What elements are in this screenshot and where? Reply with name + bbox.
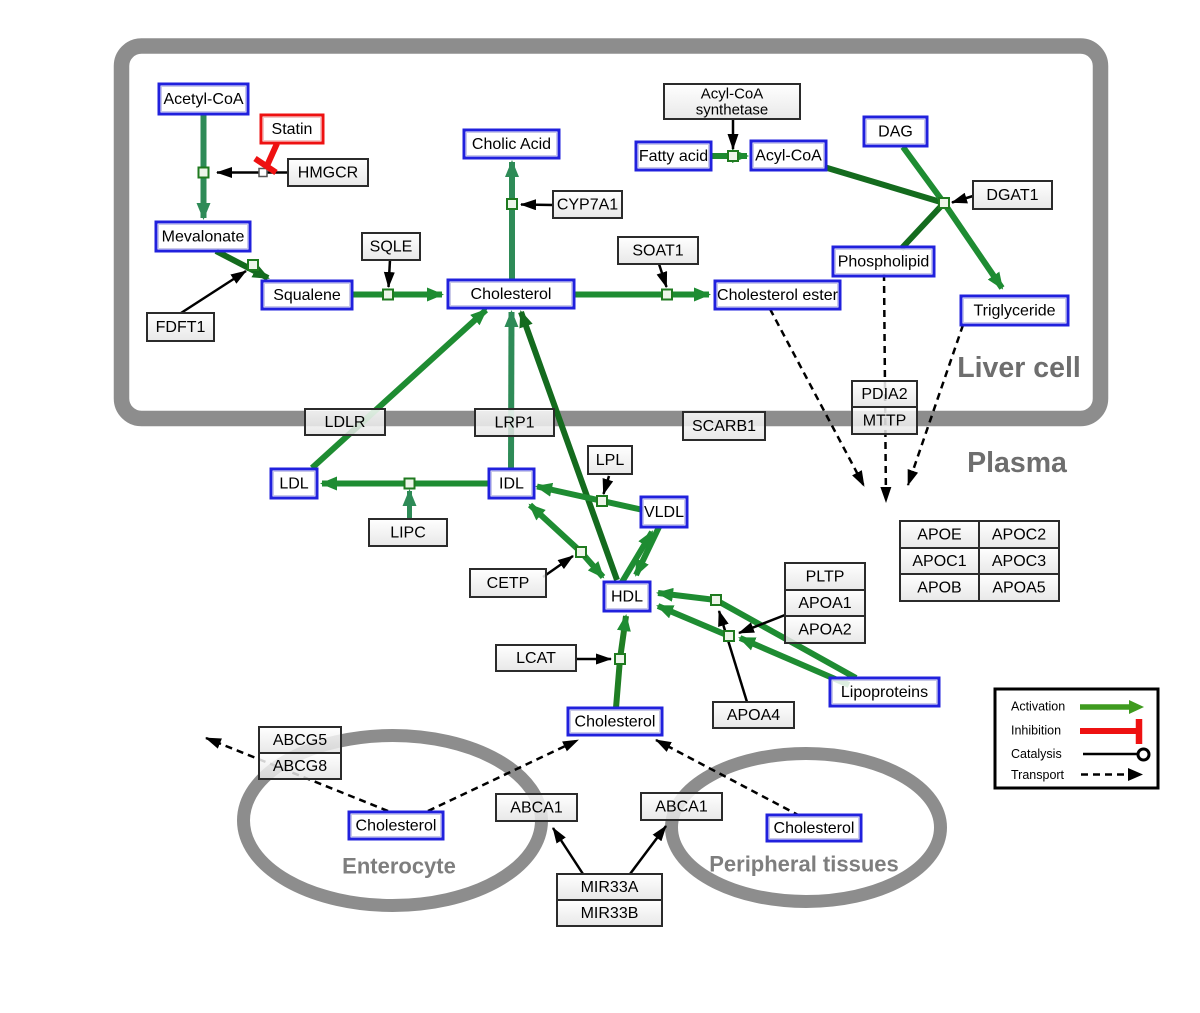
svg-text:Liver cell: Liver cell xyxy=(957,352,1081,384)
svg-text:LIPC: LIPC xyxy=(390,525,426,542)
svg-text:APOA2: APOA2 xyxy=(798,622,851,639)
svg-text:Plasma: Plasma xyxy=(967,447,1068,479)
svg-text:VLDL: VLDL xyxy=(644,504,684,521)
svg-text:Mevalonate: Mevalonate xyxy=(162,229,245,246)
svg-text:MIR33B: MIR33B xyxy=(581,905,639,922)
svg-text:Fatty acid: Fatty acid xyxy=(639,148,708,165)
svg-text:APOA4: APOA4 xyxy=(727,707,780,724)
svg-text:LCAT: LCAT xyxy=(516,650,556,667)
svg-text:Enterocyte: Enterocyte xyxy=(342,854,456,879)
svg-text:FDFT1: FDFT1 xyxy=(156,319,206,336)
svg-text:Acyl-CoA: Acyl-CoA xyxy=(701,86,764,103)
svg-text:APOB: APOB xyxy=(917,580,961,597)
svg-text:HDL: HDL xyxy=(611,589,643,606)
svg-text:Cholesterol: Cholesterol xyxy=(575,714,656,731)
svg-text:APOC1: APOC1 xyxy=(912,553,966,570)
svg-text:Cholesterol: Cholesterol xyxy=(774,820,855,837)
svg-text:LDLR: LDLR xyxy=(325,414,366,431)
svg-text:APOC2: APOC2 xyxy=(992,527,1046,544)
svg-text:Triglyceride: Triglyceride xyxy=(973,303,1055,320)
svg-text:MTTP: MTTP xyxy=(863,413,907,430)
svg-text:Statin: Statin xyxy=(272,121,313,138)
svg-text:APOA1: APOA1 xyxy=(798,595,851,612)
svg-text:ABCG5: ABCG5 xyxy=(273,732,327,749)
svg-text:Activation: Activation xyxy=(1011,700,1065,714)
svg-text:Acetyl-CoA: Acetyl-CoA xyxy=(163,91,243,108)
svg-text:Catalysis: Catalysis xyxy=(1011,747,1062,761)
svg-text:Peripheral tissues: Peripheral tissues xyxy=(709,852,899,877)
svg-text:MIR33A: MIR33A xyxy=(581,879,639,896)
svg-text:APOC3: APOC3 xyxy=(992,553,1046,570)
svg-text:LRP1: LRP1 xyxy=(494,415,534,432)
svg-text:synthetase: synthetase xyxy=(696,102,769,119)
svg-text:APOA5: APOA5 xyxy=(992,580,1045,597)
svg-text:Acyl-CoA: Acyl-CoA xyxy=(755,148,822,165)
svg-text:LDL: LDL xyxy=(279,476,308,493)
svg-text:Cholesterol: Cholesterol xyxy=(356,818,437,835)
svg-text:APOE: APOE xyxy=(917,527,961,544)
svg-text:Cholesterol ester: Cholesterol ester xyxy=(717,287,839,304)
svg-text:Inhibition: Inhibition xyxy=(1011,724,1061,738)
svg-text:DGAT1: DGAT1 xyxy=(986,187,1038,204)
svg-text:Squalene: Squalene xyxy=(273,287,341,304)
svg-text:LPL: LPL xyxy=(596,452,625,469)
svg-text:IDL: IDL xyxy=(499,476,524,493)
svg-text:Transport: Transport xyxy=(1011,768,1065,782)
svg-text:Cholesterol: Cholesterol xyxy=(471,286,552,303)
svg-text:SQLE: SQLE xyxy=(370,239,413,256)
svg-text:Cholic Acid: Cholic Acid xyxy=(472,136,551,153)
svg-text:PDIA2: PDIA2 xyxy=(861,386,907,403)
svg-text:CYP7A1: CYP7A1 xyxy=(557,197,618,214)
svg-text:SCARB1: SCARB1 xyxy=(692,418,756,435)
svg-text:SOAT1: SOAT1 xyxy=(632,243,683,260)
svg-text:ABCG8: ABCG8 xyxy=(273,758,327,775)
svg-text:CETP: CETP xyxy=(487,575,530,592)
svg-text:Lipoproteins: Lipoproteins xyxy=(841,684,928,701)
svg-text:ABCA1: ABCA1 xyxy=(510,800,563,817)
svg-text:DAG: DAG xyxy=(878,124,913,141)
svg-text:ABCA1: ABCA1 xyxy=(655,799,708,816)
svg-text:HMGCR: HMGCR xyxy=(298,165,358,182)
svg-text:Phospholipid: Phospholipid xyxy=(838,254,930,271)
svg-text:PLTP: PLTP xyxy=(806,569,845,586)
